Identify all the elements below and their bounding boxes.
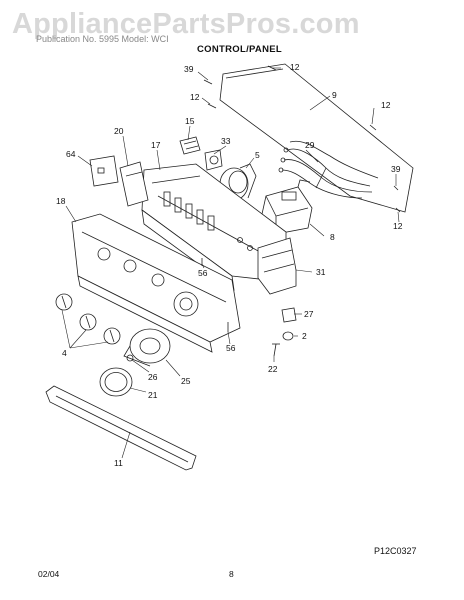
callout-64: 64 [66,149,76,159]
callout-15: 15 [185,116,195,126]
callout-labels: 39 12 12 9 12 15 33 20 17 5 29 39 64 12 … [56,62,403,468]
section-title: CONTROL/PANEL [197,44,282,55]
callout-56a: 56 [198,268,208,278]
callout-12d: 12 [393,221,403,231]
part-endcap-31 [257,237,297,295]
callout-33: 33 [221,136,231,146]
leader-lines [61,67,400,459]
callout-27: 27 [304,309,314,319]
page-header: AppliancePartsPros.com Publication No. 5… [0,0,464,60]
callout-29: 29 [305,140,315,150]
callout-18: 18 [56,196,66,206]
callout-12c: 12 [381,100,391,110]
callout-20: 20 [114,126,124,136]
part-spring-26 [126,354,134,362]
callout-39a: 39 [184,64,194,74]
callout-26: 26 [148,372,158,382]
part-front-panel-18 [71,213,241,353]
part-rear-panel [219,63,414,213]
callout-56b: 56 [226,343,236,353]
callout-4: 4 [62,348,67,358]
part-ring-21 [99,367,133,397]
callout-17: 17 [151,140,161,150]
callout-9: 9 [332,90,337,100]
callout-31: 31 [316,267,326,277]
part-screws-right [201,258,297,357]
part-wire-harness [278,140,379,199]
part-switch-33 [204,149,223,171]
page-number: 8 [229,569,234,579]
publication-date: 02/04 [38,569,60,579]
callout-21: 21 [148,390,158,400]
part-trim-11 [45,385,197,471]
callout-5: 5 [255,150,260,160]
part-screws [203,65,401,213]
callout-12a: 12 [290,62,300,72]
model-line: Publication No. 5995 Model: WCI [36,34,169,44]
callout-25: 25 [181,376,191,386]
part-switch-15 [179,136,201,155]
part-dial-25 [123,328,171,367]
callout-22: 22 [268,364,278,374]
callout-39b: 39 [391,164,401,174]
callout-2: 2 [302,331,307,341]
part-knobs-4 [55,293,121,345]
part-bracket-20 [119,161,149,207]
callout-12b: 12 [190,92,200,102]
diagram-code: P12C0327 [374,546,417,556]
part-label-64 [89,155,119,187]
callout-11: 11 [114,458,123,468]
watermark: AppliancePartsPros.com [12,8,360,40]
callout-8: 8 [330,232,335,242]
